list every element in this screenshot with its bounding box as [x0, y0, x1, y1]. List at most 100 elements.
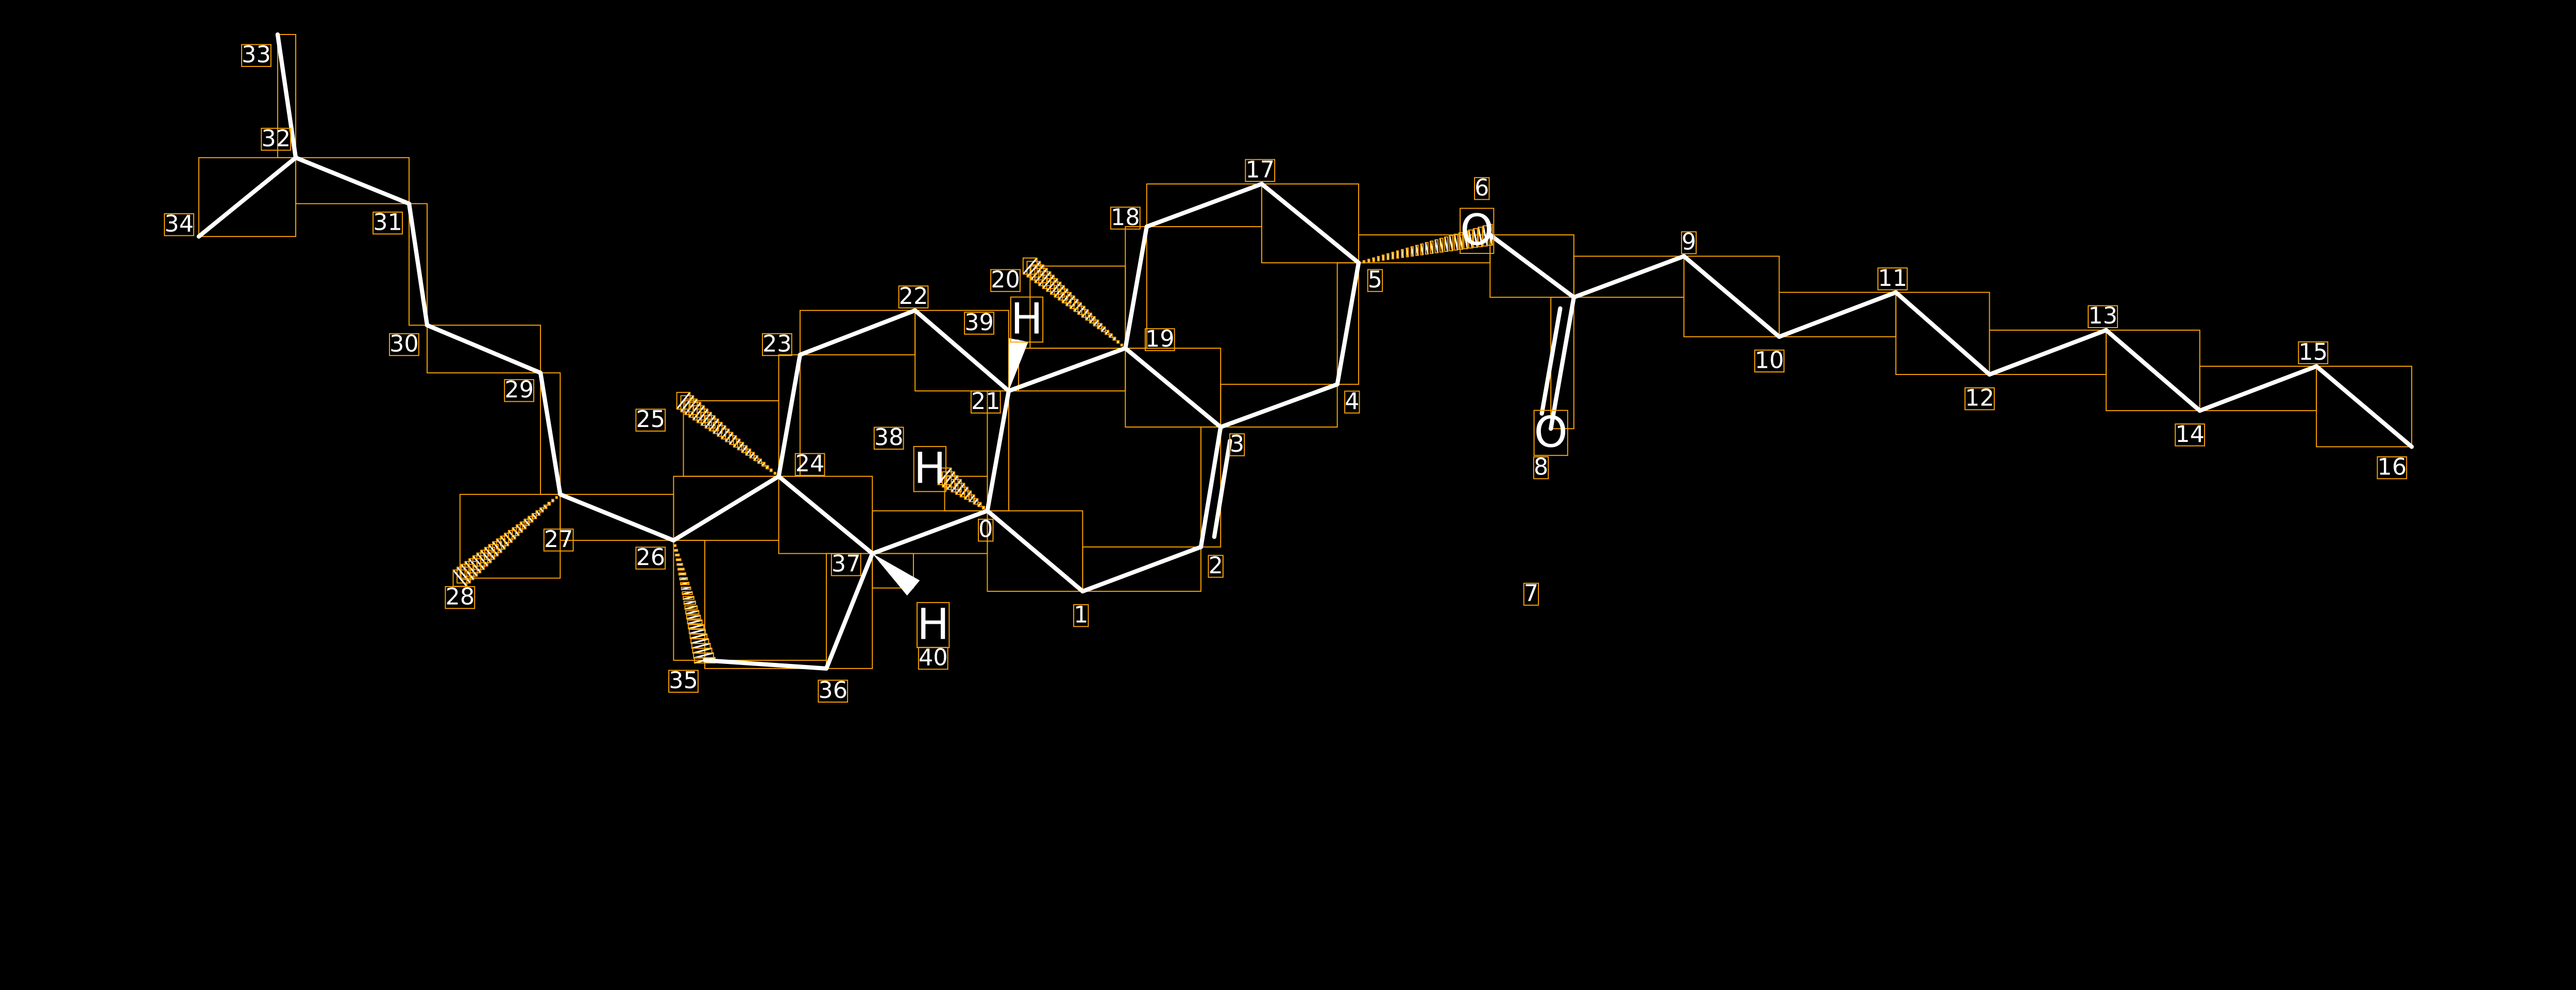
hash-stripe	[741, 445, 748, 453]
hash-box	[765, 465, 769, 470]
atom-index-label: 30	[389, 330, 419, 357]
hash-box	[1386, 253, 1389, 260]
atom-index-label: 38	[874, 424, 904, 451]
hash-stripe	[704, 415, 716, 429]
hash-box	[676, 563, 683, 566]
atom-index-label: 19	[1145, 326, 1175, 352]
hash-box	[535, 510, 540, 516]
hash-box	[496, 538, 506, 550]
label-box	[970, 390, 1001, 414]
hash-stripe	[1472, 228, 1479, 248]
hash-box	[1061, 292, 1072, 303]
hash-box	[1420, 243, 1424, 255]
hash-stripe	[519, 521, 527, 530]
hash-box	[704, 415, 716, 429]
hashed-wedge-bond	[452, 496, 558, 587]
label-box	[1533, 409, 1568, 456]
double-bond	[1198, 424, 1223, 550]
label-box	[2377, 456, 2408, 480]
hash-stripe	[1100, 326, 1106, 332]
label-box	[1144, 328, 1175, 351]
hash-stripe	[684, 600, 696, 605]
hash-box	[1478, 227, 1483, 247]
label-box	[445, 586, 476, 609]
hash-stripe	[689, 628, 706, 635]
label-box	[990, 269, 1021, 292]
hash-stripe	[959, 486, 969, 498]
hash-box	[1396, 250, 1399, 259]
hash-box	[1449, 235, 1453, 251]
hash-box	[1382, 254, 1385, 261]
bond-box	[427, 325, 541, 373]
hashed-wedge-bond	[676, 391, 776, 475]
hash-stripe	[1444, 236, 1449, 252]
hash-stripe	[480, 550, 492, 564]
label-box	[1208, 555, 1224, 578]
single-bond	[985, 508, 1085, 594]
hash-box	[1363, 260, 1366, 264]
hash-box	[757, 458, 762, 464]
atom-index-label: 1	[1074, 602, 1088, 628]
hash-stripe	[1061, 292, 1072, 304]
atom-index-label: 37	[832, 551, 861, 577]
bond-box	[2316, 366, 2413, 448]
hash-box	[1372, 257, 1375, 262]
atom-index-label: 26	[636, 544, 665, 571]
label-box	[1964, 387, 1995, 411]
hash-box	[1069, 299, 1079, 310]
hash-stripe	[1468, 230, 1473, 248]
hash-stripe	[1042, 275, 1055, 289]
hash-box	[1439, 237, 1444, 253]
hash-box	[1434, 239, 1438, 253]
atom-index-label: 12	[1965, 385, 1994, 412]
hash-stripe	[1093, 319, 1099, 327]
hash-box	[547, 502, 551, 506]
atom-index-label: 6	[1475, 174, 1489, 201]
label-box	[1460, 208, 1495, 254]
label-box	[818, 679, 849, 703]
bond-box	[673, 540, 705, 661]
single-bond	[406, 201, 430, 328]
label-box	[1110, 207, 1141, 230]
bond-box	[198, 157, 296, 237]
hash-stripe	[676, 391, 691, 410]
atom-index-label: 16	[2377, 454, 2406, 481]
label-box	[635, 408, 666, 432]
hash-box	[1405, 247, 1409, 258]
single-bond	[1123, 224, 1149, 351]
hashed-wedge-bond	[1362, 224, 1494, 264]
hash-stripe	[1054, 285, 1065, 298]
hash-stripe	[496, 538, 506, 550]
bond-boxes	[198, 34, 2413, 669]
atom-index-label: 17	[1245, 156, 1275, 183]
hash-box	[951, 479, 962, 493]
label-box	[964, 312, 994, 335]
hash-stripe	[757, 458, 762, 464]
single-bond	[985, 388, 1011, 513]
hash-stripe	[708, 418, 720, 432]
hash-stripe	[1096, 322, 1103, 330]
double-bond	[1549, 295, 1576, 431]
single-bond	[824, 551, 875, 671]
hash-box	[1415, 245, 1419, 256]
atom-symbol-o: O	[1460, 205, 1494, 255]
hash-box	[769, 468, 773, 472]
label-box	[1523, 583, 1539, 606]
hash-stripe	[745, 448, 752, 456]
hash-stripe	[1049, 281, 1062, 295]
label-box	[372, 211, 403, 235]
atom-index-label: 20	[991, 266, 1020, 293]
label-box	[917, 602, 950, 648]
hash-stripe	[472, 555, 485, 570]
hash-box	[678, 572, 687, 575]
atom-index-label: 7	[1524, 580, 1538, 607]
atom-index-label: 2	[1208, 552, 1223, 579]
hash-stripe	[737, 441, 744, 451]
single-bond	[1123, 346, 1223, 430]
hash-stripe	[523, 518, 530, 526]
hash-box	[680, 582, 690, 585]
hash-box	[968, 494, 975, 502]
bond-box	[1146, 183, 1262, 228]
single-bond	[1987, 328, 2109, 377]
hash-box	[1425, 242, 1429, 255]
